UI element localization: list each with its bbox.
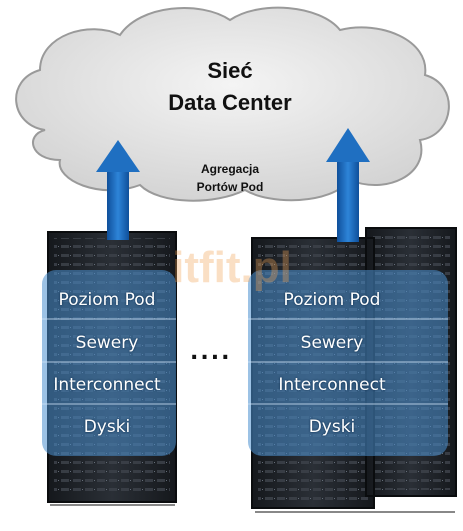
pod-overlay-left bbox=[42, 270, 176, 456]
pod-right-servers-label: Sewery bbox=[300, 333, 364, 353]
more-pods-separator: .... bbox=[190, 340, 232, 365]
cloud-title-line2: Data Center bbox=[168, 90, 292, 115]
watermark: itfit.pl bbox=[172, 243, 292, 292]
pod-left-level-label: Poziom Pod bbox=[58, 290, 156, 310]
uplink-arrow-right bbox=[326, 128, 370, 242]
pod-right-disks-label: Dyski bbox=[308, 417, 356, 437]
pod-left-interconnect-label: Interconnect bbox=[53, 375, 161, 395]
pod-right-interconnect-label: Interconnect bbox=[278, 375, 386, 395]
pod-overlay-right bbox=[248, 270, 448, 456]
pod-right-level-label: Poziom Pod bbox=[283, 290, 381, 310]
aggregation-label-line2: Portów Pod bbox=[196, 180, 264, 194]
pod-left-servers-label: Sewery bbox=[75, 333, 139, 353]
cloud-title-line1: Sieć bbox=[207, 58, 253, 83]
uplink-arrow-left bbox=[96, 140, 140, 240]
aggregation-label-line1: Agregacja bbox=[200, 162, 260, 176]
svg-text:itfit.pl: itfit.pl bbox=[172, 243, 292, 292]
pod-left-disks-label: Dyski bbox=[83, 417, 131, 437]
